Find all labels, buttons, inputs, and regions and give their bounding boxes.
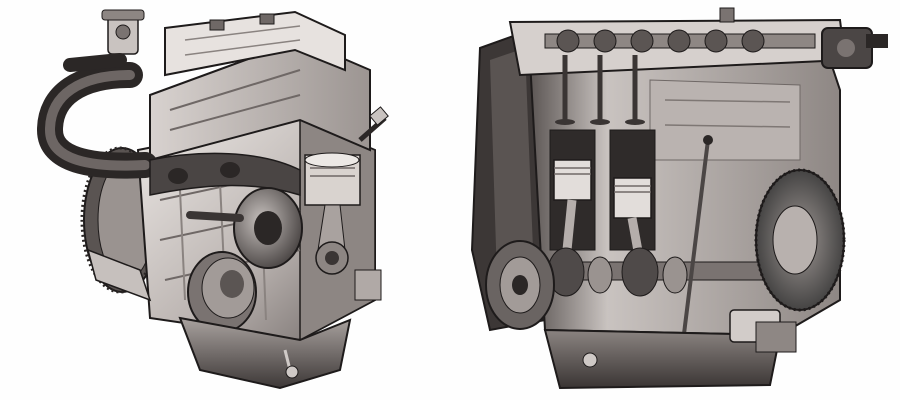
crank-pulley: [485, 240, 555, 330]
oil-pump: [729, 309, 797, 353]
exhaust-manifold: [149, 152, 301, 197]
cylinder-head: [508, 7, 847, 77]
crank-pulley: [186, 187, 303, 269]
fuel-pump: [101, 9, 145, 55]
engine-cutaway-view: [450, 0, 900, 400]
coolant-hose: [36, 53, 158, 179]
oil-filter: [187, 251, 257, 333]
crankshaft: [519, 247, 781, 297]
camshaft-lobes: [556, 29, 765, 53]
cylinder-cutaway: [549, 129, 656, 263]
distributor: [821, 27, 888, 69]
oil-pan: [178, 316, 352, 390]
engine-exterior-illustration: [36, 9, 389, 390]
engine-mount: [86, 248, 382, 302]
cylinder-head: [149, 10, 371, 162]
piston-cutaway: [304, 106, 389, 275]
valves: [555, 55, 645, 125]
engine-cutaway-illustration: [470, 7, 888, 390]
engine-exterior-view: [36, 9, 389, 390]
flywheel: [754, 168, 846, 312]
oil-pan: [543, 328, 782, 390]
dipstick: [680, 135, 713, 351]
